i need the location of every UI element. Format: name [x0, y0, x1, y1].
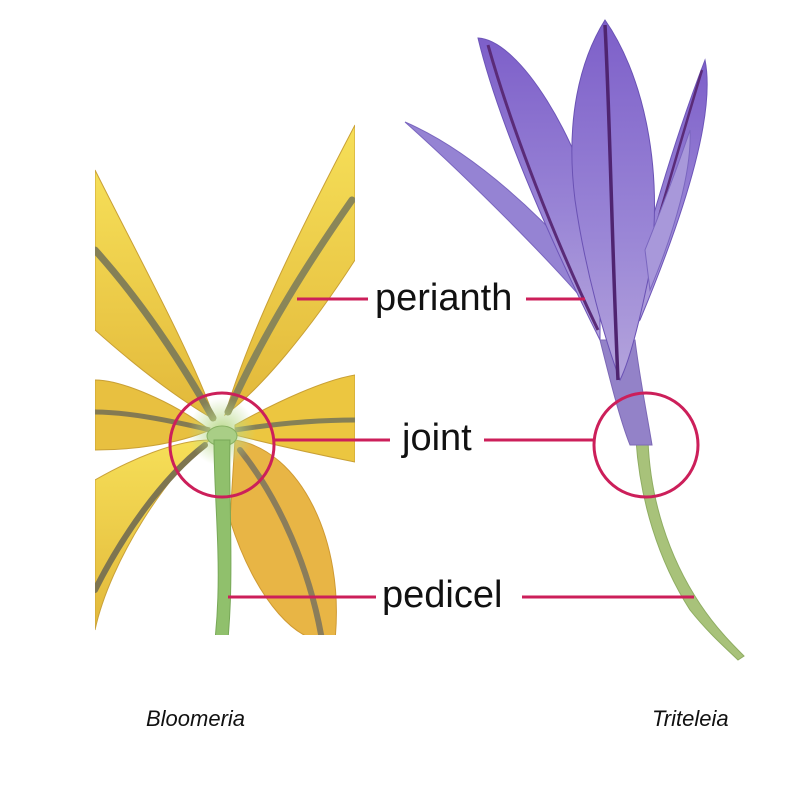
triteleia-tepal-back-left-vein	[486, 44, 600, 331]
bloomeria-tepal-upper-right-vein	[224, 196, 355, 416]
bloomeria-tepal-lower-left	[95, 439, 212, 631]
bloomeria-back-tepal	[229, 439, 337, 635]
triteleia-joint-circle	[592, 391, 700, 499]
triteleia-caption: Triteleia	[652, 706, 729, 731]
bloomeria-tepal-upper-left	[95, 169, 216, 422]
bloomeria-pedicel	[213, 439, 232, 635]
triteleia-tepal-inner-right	[644, 129, 691, 292]
bloomeria-caption: Bloomeria	[146, 706, 246, 731]
bloomeria-tepal-lower-left-vein	[95, 442, 208, 593]
pedicel-label: pedicel	[382, 574, 503, 616]
triteleia-flower	[404, 19, 745, 661]
bloomeria-tepal-left	[95, 379, 211, 451]
joint-label: joint	[402, 417, 472, 459]
triteleia-pedicel	[635, 439, 745, 661]
bloomeria-back-tepal-vein	[237, 447, 325, 635]
triteleia-tepal-center-vein	[603, 24, 620, 381]
bloomeria-joint-circle	[168, 391, 276, 499]
triteleia-tube	[599, 339, 653, 446]
leader-lines	[168, 297, 700, 599]
perianth-label: perianth	[375, 277, 513, 319]
bloomeria-tepal-upper-right	[224, 124, 355, 417]
bloomeria-flower	[95, 124, 355, 635]
